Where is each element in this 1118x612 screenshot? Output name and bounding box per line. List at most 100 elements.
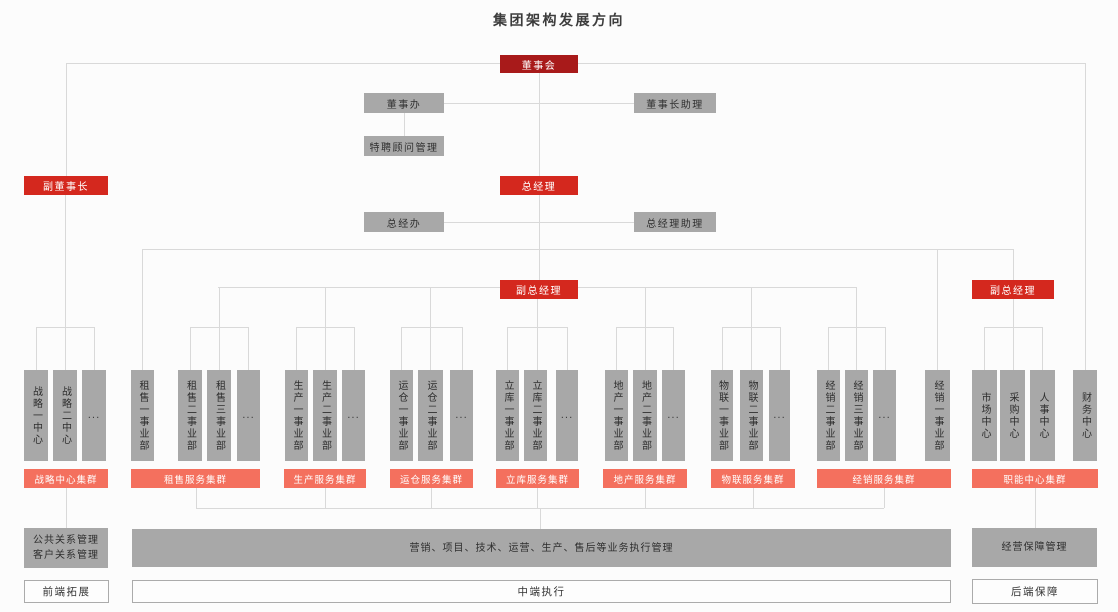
dept-column: 租售三事业部 bbox=[207, 370, 231, 461]
dept-column: 生产一事业部 bbox=[285, 370, 308, 461]
connector-line bbox=[540, 508, 541, 529]
dept-column: 战略一中心 bbox=[24, 370, 48, 461]
dept-column: ... bbox=[662, 370, 685, 461]
connector-line bbox=[462, 327, 463, 371]
dept-column-label: 战略一中心 bbox=[30, 385, 42, 446]
node-gm-assistant: 总经理助理 bbox=[634, 212, 716, 232]
dept-column-label: 生产二事业部 bbox=[319, 379, 331, 452]
connector-line bbox=[537, 488, 538, 508]
dept-column: 经销三事业部 bbox=[845, 370, 868, 461]
connector-line bbox=[1085, 63, 1086, 371]
connector-line bbox=[828, 327, 829, 371]
connector-line bbox=[404, 113, 405, 136]
connector-line bbox=[937, 249, 938, 371]
connector-line bbox=[616, 327, 617, 371]
dept-column: 采购中心 bbox=[1000, 370, 1025, 461]
connector-line bbox=[1035, 488, 1036, 528]
cluster-bar: 地产服务集群 bbox=[603, 469, 687, 488]
connector-line bbox=[856, 287, 857, 371]
connector-line bbox=[780, 327, 781, 371]
dept-column: 运仓一事业部 bbox=[390, 370, 413, 461]
dept-column-label: 采购中心 bbox=[1007, 391, 1018, 440]
dept-column: 租售一事业部 bbox=[131, 370, 154, 461]
dept-column-label: 人事中心 bbox=[1037, 391, 1048, 440]
node-deputy-gm-right: 副总经理 bbox=[972, 280, 1054, 299]
connector-line bbox=[645, 488, 646, 508]
dept-column: 租售二事业部 bbox=[178, 370, 202, 461]
connector-line bbox=[1042, 327, 1043, 371]
dept-column: 财务中心 bbox=[1073, 370, 1097, 461]
dept-column: ... bbox=[237, 370, 260, 461]
node-deputy-gm-center: 副总经理 bbox=[500, 280, 578, 299]
dept-column-label: ... bbox=[87, 410, 101, 421]
connector-line bbox=[673, 327, 674, 371]
node-general-manager: 总经理 bbox=[500, 176, 578, 195]
connector-line bbox=[142, 249, 1013, 250]
dept-column-label: 租售三事业部 bbox=[213, 379, 225, 452]
dept-column-label: 运仓一事业部 bbox=[396, 379, 407, 452]
cluster-bar: 战略中心集群 bbox=[24, 469, 108, 488]
dept-column-label: ... bbox=[242, 410, 255, 421]
dept-column: 经销二事业部 bbox=[817, 370, 840, 461]
front-scope-line-2: 客户关系管理 bbox=[33, 550, 99, 561]
cluster-bar: 运仓服务集群 bbox=[390, 469, 473, 488]
dept-column-label: ... bbox=[455, 410, 468, 421]
dept-column: 生产二事业部 bbox=[313, 370, 337, 461]
cluster-bar: 职能中心集群 bbox=[972, 469, 1098, 488]
dept-column-label: 经销二事业部 bbox=[823, 379, 834, 452]
mid-scope-text: 营销、项目、技术、运营、生产、售后等业务执行管理 bbox=[409, 542, 674, 554]
back-scope-text: 经营保障管理 bbox=[1001, 542, 1068, 553]
connector-line bbox=[66, 488, 67, 528]
connector-line bbox=[1013, 299, 1014, 371]
dept-column: ... bbox=[769, 370, 790, 461]
node-advisor-management: 特聘顾问管理 bbox=[364, 136, 444, 156]
connector-line bbox=[401, 327, 402, 371]
dept-column-label: 财务中心 bbox=[1079, 391, 1091, 440]
dept-column: ... bbox=[342, 370, 365, 461]
connector-line bbox=[753, 488, 754, 508]
connector-line bbox=[537, 299, 538, 371]
dept-column-label: ... bbox=[878, 410, 891, 421]
connector-line bbox=[142, 249, 143, 371]
dept-column-label: 物联二事业部 bbox=[746, 379, 757, 452]
dept-column: 立库一事业部 bbox=[496, 370, 519, 461]
connector-line bbox=[616, 327, 673, 328]
dept-column: 地产二事业部 bbox=[633, 370, 657, 461]
dept-column: 人事中心 bbox=[1030, 370, 1055, 461]
front-stage-label: 前端拓展 bbox=[24, 580, 109, 603]
dept-column: ... bbox=[450, 370, 473, 461]
dept-column: 物联一事业部 bbox=[711, 370, 733, 461]
dept-column-label: 立库二事业部 bbox=[530, 379, 541, 452]
cluster-bar: 物联服务集群 bbox=[711, 469, 795, 488]
dept-column: 战略二中心 bbox=[53, 370, 77, 461]
dept-column: ... bbox=[82, 370, 106, 461]
cluster-bar: 立库服务集群 bbox=[496, 469, 579, 488]
dept-column-label: 经销三事业部 bbox=[851, 379, 862, 452]
dept-column-label: ... bbox=[347, 410, 360, 421]
connector-line bbox=[722, 327, 723, 371]
connector-line bbox=[539, 194, 540, 280]
dept-column-label: 立库一事业部 bbox=[502, 379, 513, 452]
dept-column-label: 物联一事业部 bbox=[716, 379, 728, 452]
front-scope-box: 公共关系管理 客户关系管理 bbox=[24, 528, 108, 568]
dept-column-label: 生产一事业部 bbox=[291, 379, 302, 452]
node-gm-office: 总经办 bbox=[364, 212, 444, 232]
page-title: 集团架构发展方向 bbox=[493, 13, 625, 29]
dept-column: 运仓二事业部 bbox=[418, 370, 443, 461]
dept-column: 立库二事业部 bbox=[524, 370, 547, 461]
connector-line bbox=[325, 287, 326, 371]
mid-scope-box: 营销、项目、技术、运营、生产、售后等业务执行管理 bbox=[132, 529, 951, 567]
dept-column-label: 运仓二事业部 bbox=[425, 379, 436, 452]
connector-line bbox=[354, 327, 355, 371]
connector-line bbox=[885, 327, 886, 371]
dept-column: 物联二事业部 bbox=[740, 370, 763, 461]
node-vice-chairman: 副董事长 bbox=[24, 176, 108, 195]
connector-line bbox=[431, 488, 432, 508]
connector-line bbox=[984, 327, 985, 371]
connector-line bbox=[296, 327, 297, 371]
connector-line bbox=[65, 194, 66, 371]
connector-line bbox=[66, 63, 67, 176]
connector-line bbox=[401, 327, 462, 328]
dept-column: 经销一事业部 bbox=[925, 370, 950, 461]
